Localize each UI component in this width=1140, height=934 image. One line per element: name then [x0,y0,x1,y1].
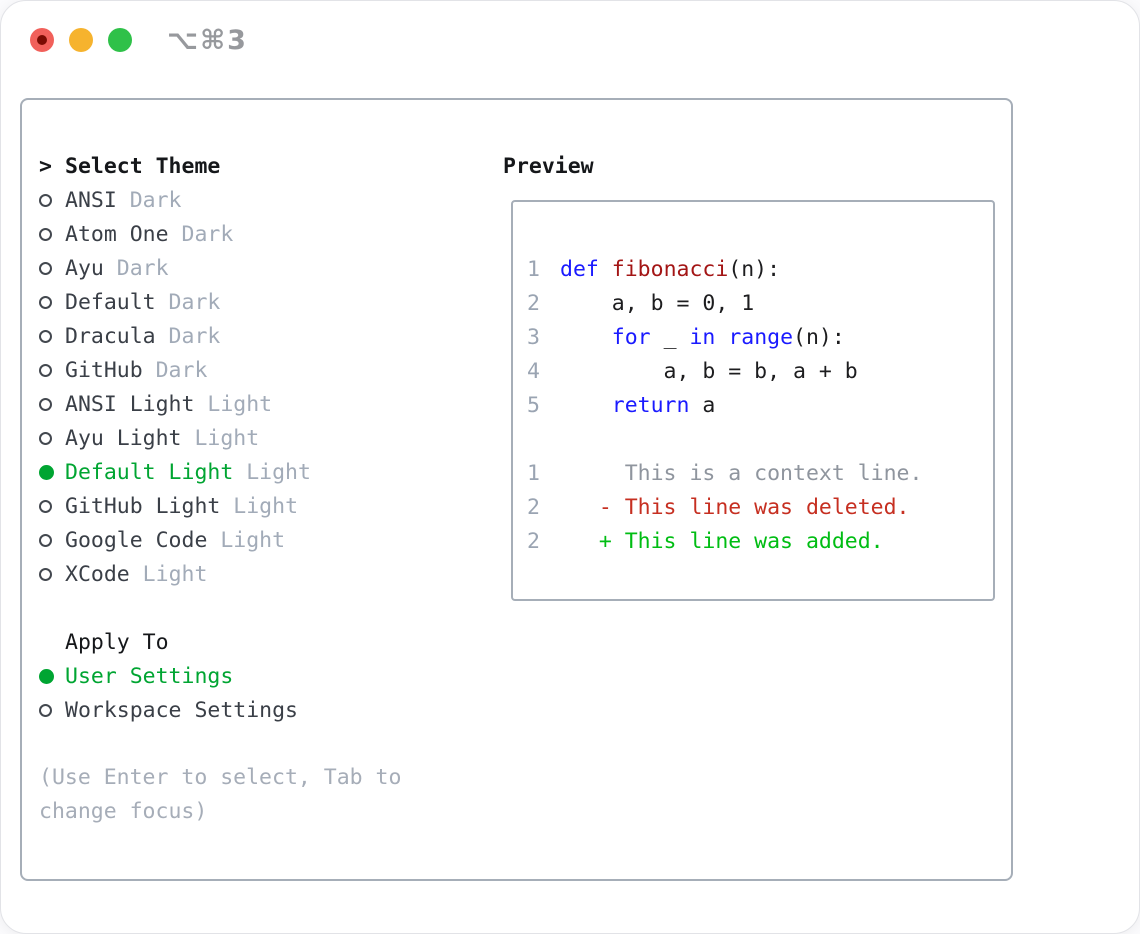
help-text: (Use Enter to select, Tab to change focu… [39,765,402,824]
code-line: 2 a, b = 0, 1 [526,286,922,320]
theme-name: ANSI [65,187,117,213]
apply-to-option[interactable]: Workspace Settings [39,693,439,727]
preview-title: Preview [503,153,594,179]
code-line: 4 a, b = b, a + b [526,354,922,388]
line-number: 2 [527,290,540,316]
theme-option[interactable]: XCode Light [39,557,439,591]
theme-variant-tag: Light [220,493,299,519]
code-line: 3 for _ in range(n): [526,320,922,354]
line-number: 4 [527,358,540,384]
theme-name: Default [65,289,156,315]
radio-icon [39,464,54,480]
theme-variant-tag: Light [181,425,260,451]
theme-option[interactable]: Default Dark [39,285,439,319]
radio-icon [39,567,52,581]
theme-name: GitHub [65,357,143,383]
radio-icon [39,499,52,513]
theme-option[interactable]: Default Light Light [39,455,439,489]
radio-icon [39,668,54,684]
theme-variant-tag: Dark [155,323,221,349]
theme-options: ANSI Dark Atom One Dark Ayu Dark Default… [39,183,439,591]
apply-to-title: Apply To [65,629,169,655]
theme-name: ANSI Light [65,391,195,417]
radio-icon [39,329,52,343]
radio-icon [39,193,52,207]
radio-icon [39,431,52,445]
title-bar: ⌥⌘3 [1,1,1139,79]
code-line: 2 - This line was deleted. [526,490,922,524]
apply-to-header: Apply To [39,625,439,659]
theme-option[interactable]: Atom One Dark [39,217,439,251]
theme-option[interactable]: Google Code Light [39,523,439,557]
theme-variant-tag: Light [194,391,273,417]
close-button[interactable] [30,28,54,52]
window-shortcut-label: ⌥⌘3 [167,25,248,56]
apply-to-options: User Settings Workspace Settings [39,659,439,727]
theme-option[interactable]: Ayu Light Light [39,421,439,455]
theme-name: GitHub Light [65,493,221,519]
theme-variant-tag: Light [129,561,208,587]
theme-name: Dracula [65,323,156,349]
theme-list: > Select Theme ANSI Dark Atom One Dark Ay… [39,149,439,829]
radio-icon [39,533,52,547]
theme-variant-tag: Dark [103,255,169,281]
theme-list-title: Select Theme [65,153,221,179]
radio-icon [39,261,52,275]
theme-name: Ayu Light [65,425,182,451]
minimize-button[interactable] [69,28,93,52]
theme-option[interactable]: ANSI Light Light [39,387,439,421]
theme-option[interactable]: GitHub Light Light [39,489,439,523]
theme-name: Google Code [65,527,208,553]
line-content: + This line was added. [560,528,884,554]
prompt-icon: > [39,153,52,179]
theme-variant-tag: Light [207,527,286,553]
apply-to-option[interactable]: User Settings [39,659,439,693]
apply-to-name: Workspace Settings [65,697,298,723]
line-content: This is a context line. [560,460,923,486]
radio-icon [39,227,52,241]
code-line [526,422,922,456]
apply-to-name: User Settings [65,663,234,689]
theme-name: XCode [65,561,130,587]
zoom-button[interactable] [108,28,132,52]
theme-variant-tag: Dark [155,289,221,315]
preview-box: 1 def fibonacci(n): 2 a, b = 0, 1 3 for _… [511,200,995,601]
theme-option[interactable]: Dracula Dark [39,319,439,353]
theme-name: Ayu [65,255,104,281]
line-number: 1 [527,460,540,486]
line-number: 1 [527,256,540,282]
line-number: 2 [527,494,540,520]
line-number: 3 [527,324,540,350]
radio-icon [39,397,52,411]
line-content: def fibonacci(n): [560,256,781,282]
code-line: 5 return a [526,388,922,422]
line-content: a, b = 0, 1 [560,290,755,316]
radio-icon [39,703,52,717]
preview-code: 1 def fibonacci(n): 2 a, b = 0, 1 3 for _… [526,252,922,558]
theme-variant-tag: Dark [142,357,208,383]
line-number: 5 [527,392,540,418]
line-content: return a [611,392,716,418]
theme-option[interactable]: ANSI Dark [39,183,439,217]
theme-name: Atom One [65,221,169,247]
theme-name: Default Light [65,459,234,485]
theme-picker-panel: > Select Theme ANSI Dark Atom One Dark Ay… [20,98,1013,881]
theme-list-header: > Select Theme [39,149,439,183]
radio-icon [39,363,52,377]
radio-icon [39,295,52,309]
theme-variant-tag: Dark [168,221,234,247]
spacer-row [39,727,439,761]
theme-option[interactable]: Ayu Dark [39,251,439,285]
line-content: for _ in range(n): [611,324,845,350]
code-line: 1 This is a context line. [526,456,922,490]
code-line: 2 + This line was added. [526,524,922,558]
line-content: - This line was deleted. [560,494,910,520]
theme-variant-tag: Light [233,459,311,485]
spacer-row [39,591,439,625]
theme-option[interactable]: GitHub Dark [39,353,439,387]
theme-variant-tag: Dark [116,187,182,213]
code-line: 1 def fibonacci(n): [526,252,922,286]
line-content: a, b = b, a + b [560,358,858,384]
line-number: 2 [527,528,540,554]
